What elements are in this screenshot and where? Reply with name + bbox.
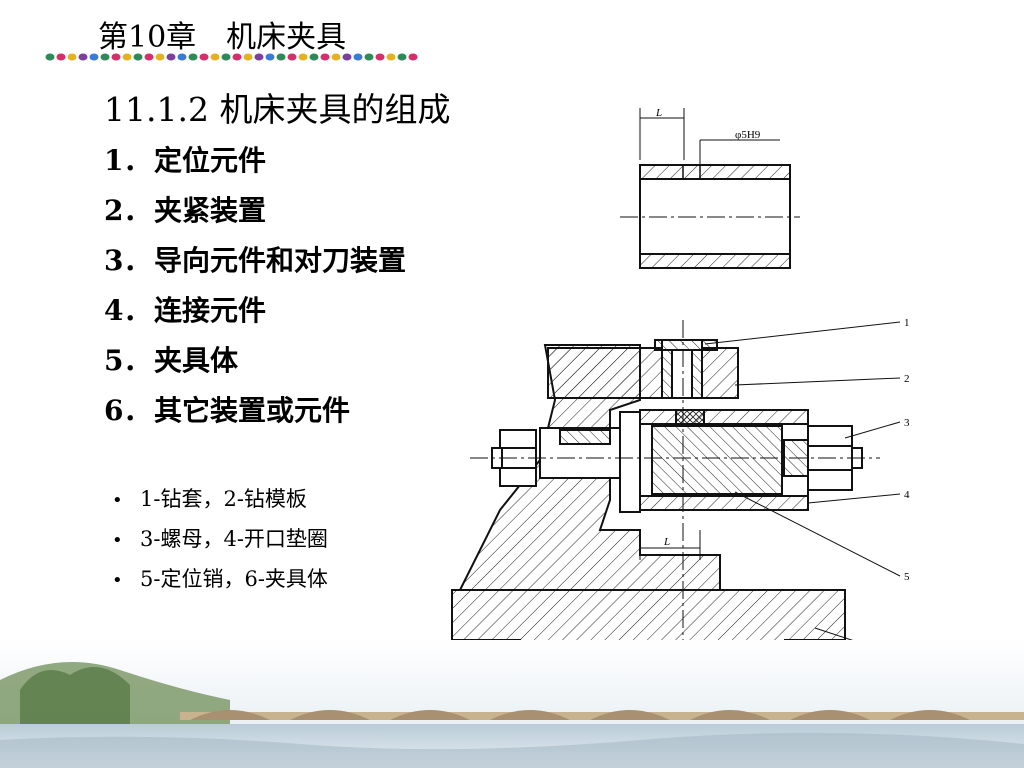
decorative-dot xyxy=(397,53,407,61)
decorative-dot xyxy=(320,53,330,61)
decorative-dot xyxy=(122,53,132,61)
callout-1: 1 xyxy=(904,317,910,329)
decorative-dot xyxy=(287,53,297,61)
decorative-dot xyxy=(155,53,165,61)
list-item: 5．夹具体 xyxy=(104,344,239,377)
decorative-dot xyxy=(309,53,319,61)
decorative-dot xyxy=(89,53,99,61)
decorative-dot xyxy=(199,53,209,61)
legend-notes: •1-钻套，2-钻模板 •3-螺母，4-开口垫圈 •5-定位销，6-夹具体 xyxy=(112,484,328,604)
decorative-dot xyxy=(210,53,220,61)
decorative-dot xyxy=(67,53,77,61)
dim-bottom-L: L xyxy=(663,536,670,548)
decorative-dot xyxy=(243,53,253,61)
decorative-dot xyxy=(78,53,88,61)
decorative-dot xyxy=(56,53,66,61)
note-item: •1-钻套，2-钻模板 xyxy=(112,487,307,511)
landscape-footer-image xyxy=(0,640,1024,768)
callout-5: 5 xyxy=(904,571,910,583)
decorative-dot xyxy=(144,53,154,61)
decorative-dot xyxy=(265,53,275,61)
decorative-dot xyxy=(276,53,286,61)
fixture-drawing: L φ5H9 xyxy=(451,107,910,665)
decorative-dot xyxy=(133,53,143,61)
callout-3: 3 xyxy=(904,417,910,429)
decorative-dot xyxy=(331,53,341,61)
section-title: 11.1.2 机床夹具的组成 xyxy=(104,90,451,129)
decorative-dot xyxy=(100,53,110,61)
decorative-dot xyxy=(177,53,187,61)
callout-2: 2 xyxy=(904,373,910,385)
decorative-dot xyxy=(188,53,198,61)
list-item: 3．导向元件和对刀装置 xyxy=(104,244,407,277)
bushing-detail xyxy=(620,108,800,269)
chapter-title: 第10章 机床夹具 xyxy=(98,20,347,55)
decorative-dot xyxy=(364,53,374,61)
decorative-dot xyxy=(342,53,352,61)
dim-top-L: L xyxy=(655,107,662,119)
decorative-dot xyxy=(221,53,231,61)
decorative-dot xyxy=(111,53,121,61)
decorative-dot xyxy=(353,53,363,61)
decorative-dot xyxy=(375,53,385,61)
decorative-dot xyxy=(408,53,418,61)
decorative-dot xyxy=(232,53,242,61)
decorative-dot xyxy=(386,53,396,61)
decorative-dot-row xyxy=(45,53,418,61)
note-item: •5-定位销，6-夹具体 xyxy=(112,567,328,591)
decorative-dot xyxy=(254,53,264,61)
list-item: 6．其它装置或元件 xyxy=(104,394,351,427)
component-list: 1．定位元件 2．夹紧装置 3．导向元件和对刀装置 4．连接元件 5．夹具体 6… xyxy=(104,142,406,442)
list-item: 1．定位元件 xyxy=(104,144,267,177)
decorative-dot xyxy=(45,53,55,61)
decorative-dot xyxy=(298,53,308,61)
dim-bore: φ5H9 xyxy=(735,129,761,141)
list-item: 2．夹紧装置 xyxy=(104,194,267,227)
callout-4: 4 xyxy=(904,489,910,501)
note-item: •3-螺母，4-开口垫圈 xyxy=(112,527,328,551)
fixture-assembly xyxy=(451,320,901,665)
decorative-dot xyxy=(166,53,176,61)
list-item: 4．连接元件 xyxy=(104,294,267,327)
